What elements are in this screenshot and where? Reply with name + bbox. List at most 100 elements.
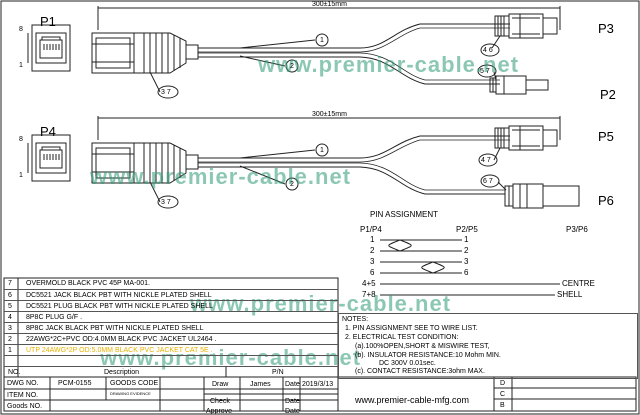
bom-header-row: NO. Description P/N (4, 366, 338, 378)
pin-row-4-left: 6 (370, 268, 375, 277)
pin-row-3-left: 3 (370, 257, 375, 266)
bom-row-no: 2 (8, 336, 12, 343)
date-label-3: Date (285, 408, 300, 415)
balloon-2-bottom (285, 177, 299, 191)
bom-row-3: 3 8P8C JACK BLACK PBT WITH NICKLE PLATED… (4, 322, 338, 334)
notes-box: NOTES: 1. PIN ASSIGNMENT SEE TO WIRE LIS… (338, 313, 638, 379)
balloon-57-text: 5 7 (480, 68, 490, 75)
pin-header-mid: P2/P5 (456, 225, 478, 234)
bom-row-1: 1 UTP 24AWG*2P OD:5.0MM BLACK PVC JACKET… (4, 344, 338, 356)
balloon-46 (480, 43, 500, 57)
note-line-4: (b). INSULATOR RESISTANCE:10 Mohm MIN. (355, 352, 501, 359)
pin-row-2-right: 2 (464, 246, 469, 255)
note-line-6: (c). CONTACT RESISTANCE:3ohm MAX. (355, 368, 485, 375)
pin1-bottom: 1 (19, 172, 23, 179)
balloon-46-text: 4 6 (483, 47, 493, 54)
watermark-2: www.premier-cable.net (90, 164, 352, 189)
dimension-top: 300±15mm (312, 1, 347, 8)
bom-row-desc: 22AWG*2C+PVC OD:4.0MM BLACK PVC JACKET U… (26, 336, 217, 343)
balloon-37-bottom-text: 3 7 (161, 199, 171, 206)
dimension-bottom: 300±15mm (312, 111, 347, 118)
check-label: Check (210, 398, 230, 405)
label-p6: P6 (598, 193, 614, 208)
bom-header-no: NO. (8, 369, 21, 376)
cable-p5-bottom (198, 135, 510, 159)
dwg-no-label: DWG NO. (7, 380, 39, 387)
balloon-2-top (285, 59, 299, 73)
bom-table: 7 OVERMOLD BLACK PVC 45P MA-001. 6 DC552… (4, 278, 338, 377)
cable-p2-top (198, 56, 500, 85)
bom-row-2: 2 22AWG*2C+PVC OD:4.0MM BLACK PVC JACKET… (4, 333, 338, 345)
pin-shell-right: SHELL (557, 290, 583, 299)
bom-row-desc: DC5521 JACK BLACK PBT WITH NICKLE PLATED… (26, 292, 212, 299)
cable-p3-top (198, 23, 510, 49)
bom-row-desc: 8P8C PLUG G/F . (26, 314, 83, 321)
pin-assignment-title: PIN ASSIGNMENT (370, 210, 439, 219)
balloon-1-top-text: 1 (320, 37, 324, 44)
bom-row-desc: DC5521 PLUG BLACK PBT WITH NICKLE PLATED… (26, 303, 213, 310)
balloon-1-bottom (315, 143, 329, 157)
goods-code-label: GOODS CODE (110, 380, 159, 387)
bom-row-no: 7 (8, 280, 12, 287)
website-text: www.premier-cable-mfg.com (355, 395, 470, 405)
note-line-2: 2. ELECTRICAL TEST CONDITION: (345, 334, 459, 341)
p2-dc-plug (489, 75, 549, 95)
pin-row-3-right: 3 (464, 257, 469, 266)
p4-jack-front (27, 134, 71, 182)
pin-row-4-right: 6 (464, 268, 469, 277)
draw-name: James (250, 381, 271, 388)
pin-row-1-left: 1 (370, 235, 375, 244)
date-label-1: Date (285, 381, 300, 388)
date-label-2: Date (285, 398, 300, 405)
label-p3: P3 (598, 21, 614, 36)
p6-dc-jack (504, 183, 580, 209)
bom-header-desc: Description (104, 369, 140, 376)
pin8-top: 8 (19, 26, 23, 33)
bom-row-no: 5 (8, 303, 12, 310)
bom-row-desc: OVERMOLD BLACK PVC 45P MA-001. (26, 280, 150, 287)
bom-row-5: 5 DC5521 PLUG BLACK PBT WITH NICKLE PLAT… (4, 300, 338, 312)
balloon-2-bottom-text: 2 (290, 181, 294, 188)
label-p5: P5 (598, 129, 614, 144)
label-p1: P1 (40, 14, 56, 29)
bom-row-no: 4 (8, 314, 12, 321)
balloon-1-bottom-text: 1 (320, 147, 324, 154)
pin-centre-left: 4+5 (362, 279, 376, 288)
draw-date: 2019/3/13 (302, 381, 334, 388)
bom-row-no: 1 (8, 347, 12, 354)
item-no-label: ITEM NO. (7, 392, 39, 399)
note-line-3: (a).100%OPEN,SHORT & MISWIRE TEST, (355, 343, 490, 350)
note-line-5: DC 300V 0.01sec. (379, 360, 436, 367)
watermark-1: www.premier-cable.net (258, 52, 520, 77)
bom-header-pn: P/N (272, 369, 284, 376)
balloon-37-top (157, 85, 179, 99)
bom-row-spacer (4, 355, 338, 367)
pin-shell-left: 7+8 (362, 290, 376, 299)
bom-row-6: 6 DC5521 JACK BLACK PBT WITH NICKLE PLAT… (4, 289, 338, 301)
balloon-37-top-text: 3 7 (161, 89, 171, 96)
title-block-frame (3, 376, 637, 412)
bom-row-no: 3 (8, 325, 12, 332)
p3-plug (494, 13, 558, 39)
cable-p6-bottom (198, 166, 505, 195)
draw-label: Draw (212, 381, 229, 388)
rev-c: C (500, 391, 506, 398)
pin8-bottom: 8 (19, 136, 23, 143)
p1-jack-side (91, 32, 199, 74)
label-p2: P2 (600, 87, 616, 102)
pin-header-left: P1/P4 (360, 225, 382, 234)
pin-row-2-left: 2 (370, 246, 375, 255)
dwg-no-value: PCM-0155 (58, 380, 92, 387)
balloon-67-text: 6 7 (483, 178, 493, 185)
balloon-1-top (315, 33, 329, 47)
rev-b: B (500, 402, 505, 409)
balloon-67 (480, 174, 500, 188)
bom-row-desc: 8P8C JACK BLACK PBT WITH NICKLE PLATED S… (26, 325, 204, 332)
pin-header-right: P3/P6 (566, 225, 588, 234)
bom-row-4: 4 8P8C PLUG G/F . (4, 311, 338, 323)
approve-label: Approve (206, 408, 233, 415)
pin-centre-right: CENTRE (562, 279, 595, 288)
bom-row-desc: UTP 24AWG*2P OD:5.0MM BLACK PVC JACKET C… (26, 347, 213, 354)
